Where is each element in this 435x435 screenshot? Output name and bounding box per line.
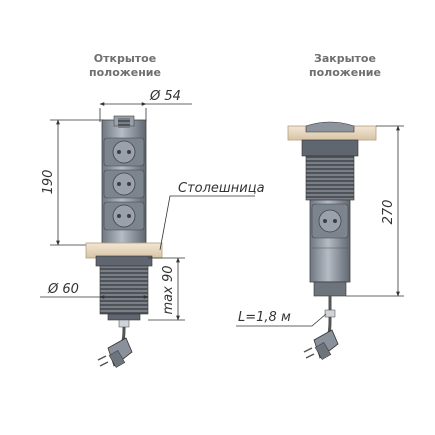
open-socket-2	[103, 169, 145, 199]
dim-cable-length: L=1,8 м	[238, 310, 291, 325]
label-countertop: Столешница	[178, 181, 265, 196]
power-plug-icon	[97, 337, 133, 368]
header-open-line2: положение	[89, 66, 161, 79]
header-closed-line1: Закрытое	[314, 52, 376, 65]
open-position-drawing	[40, 102, 255, 368]
closed-socket-1	[311, 203, 349, 239]
header-open-position: Открытое положение	[60, 52, 190, 80]
open-threaded-sleeve	[99, 265, 149, 315]
schuko-socket-icon	[318, 209, 342, 233]
open-socket-1	[103, 137, 145, 167]
power-plug-icon	[303, 329, 339, 360]
dim-diameter-bottom: Ø 60	[47, 282, 79, 297]
closed-threaded-sleeve	[305, 155, 355, 201]
dim-diameter-top: Ø 54	[149, 89, 181, 104]
open-socket-3	[103, 201, 145, 231]
closed-position-drawing	[236, 121, 404, 360]
schuko-socket-icon	[112, 204, 136, 228]
schuko-socket-icon	[112, 140, 136, 164]
header-closed-line2: положение	[309, 66, 381, 79]
dim-max-depth: max 90	[161, 266, 176, 315]
header-closed-position: Закрытое положение	[280, 52, 410, 80]
header-open-line1: Открытое	[93, 52, 157, 65]
dim-height-open: 190	[41, 170, 56, 195]
schuko-socket-icon	[112, 172, 136, 196]
dim-height-closed: 270	[381, 200, 396, 225]
